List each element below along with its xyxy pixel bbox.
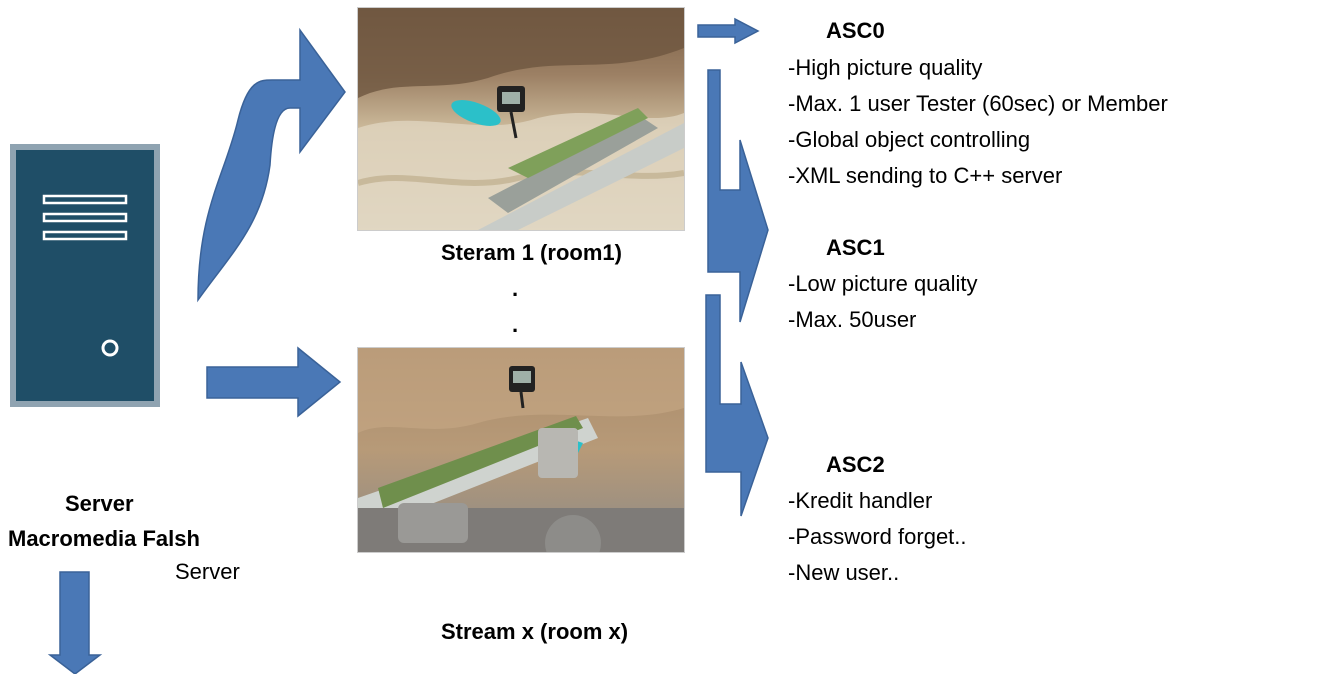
- curved-arrow-to-stream1: [197, 27, 346, 303]
- stream1-label: Steram 1 (room1): [441, 240, 622, 265]
- asc0-line: -High picture quality: [788, 55, 983, 80]
- asc0-line: -XML sending to C++ server: [788, 163, 1063, 188]
- asc2-title: ASC2: [826, 452, 885, 477]
- asc1-line: -Max. 50user: [788, 307, 917, 332]
- server-subtitle2: Server: [175, 559, 240, 584]
- stream1-image: [357, 7, 685, 231]
- asc0-line: -Global object controlling: [788, 127, 1031, 152]
- streamx-image: [357, 347, 685, 553]
- arrow-to-streamx: [206, 346, 342, 418]
- server-tower-icon: [10, 144, 160, 407]
- ellipsis-dot-1: .: [512, 276, 519, 301]
- asc1-line: -Low picture quality: [788, 271, 978, 296]
- asc0-line: -Max. 1 user Tester (60sec) or Member: [788, 91, 1168, 116]
- ellipsis-dot-2: .: [512, 312, 519, 337]
- asc2-line: -Kredit handler: [788, 488, 933, 513]
- asc2-line: -New user..: [788, 560, 900, 585]
- asc2-line: -Password forget..: [788, 524, 967, 549]
- arrow-to-asc2: [705, 294, 769, 517]
- asc1-title: ASC1: [826, 235, 885, 260]
- arrow-down-from-server: [47, 571, 103, 674]
- asc0-title: ASC0: [826, 18, 885, 43]
- server-subtitle: Macromedia Falsh: [8, 526, 200, 551]
- arrow-to-asc0: [697, 17, 760, 45]
- server-title: Server: [65, 491, 134, 516]
- arrow-to-asc1: [707, 69, 769, 323]
- streamx-label: Stream x (room x): [441, 619, 629, 644]
